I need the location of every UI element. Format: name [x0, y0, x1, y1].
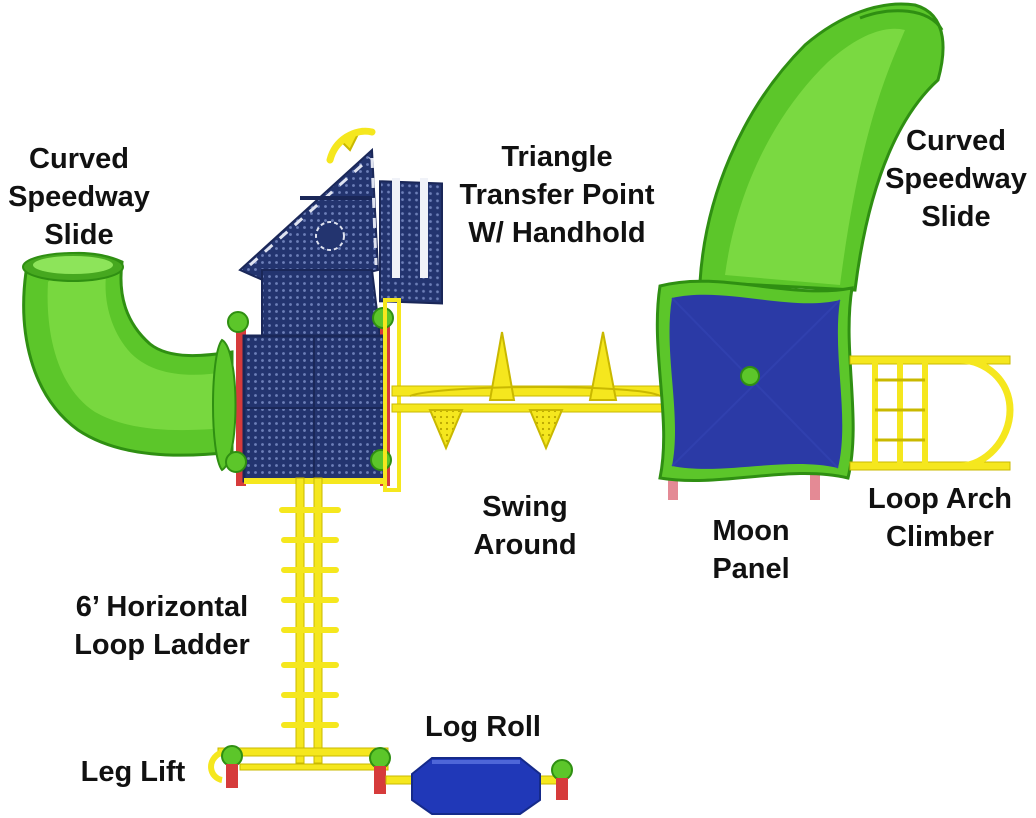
post-cap-icon — [551, 759, 573, 781]
post-cap-icon — [221, 745, 243, 767]
label-log-roll: Log Roll — [425, 711, 541, 743]
post-cap-icon — [740, 366, 760, 386]
label-curved-speedway-slide-right: Curved Speedway Slide — [885, 125, 1027, 233]
label-horizontal-loop-ladder: 6’ Horizontal Loop Ladder — [74, 591, 250, 661]
left-deck — [212, 298, 401, 492]
post-cap-icon — [369, 747, 391, 769]
label-leg-lift: Leg Lift — [80, 756, 186, 788]
post-cap-icon — [225, 451, 247, 473]
log-roll — [385, 757, 573, 815]
label-swing-around: Swing Around — [473, 491, 577, 561]
handhold-icon — [326, 127, 376, 164]
horizontal-loop-ladder — [279, 477, 341, 764]
swing-around — [391, 331, 663, 451]
label-curved-speedway-slide-left: Curved Speedway Slide — [8, 143, 150, 251]
loop-arch-climber — [849, 355, 1014, 471]
leg-lift — [208, 745, 391, 794]
post-cap-icon — [227, 311, 249, 333]
left-curved-slide — [22, 251, 234, 457]
porthole-icon — [315, 221, 345, 251]
triangle-transfer-point — [238, 127, 443, 337]
right-curved-slide — [698, 2, 945, 292]
label-triangle-transfer-point: Triangle Transfer Point W/ Handhold — [459, 141, 655, 249]
post-cap-icon — [370, 449, 392, 471]
label-loop-arch-climber: Loop Arch Climber — [868, 483, 1012, 553]
label-moon-panel: Moon Panel — [712, 515, 790, 585]
moon-panel-deck — [655, 279, 855, 500]
